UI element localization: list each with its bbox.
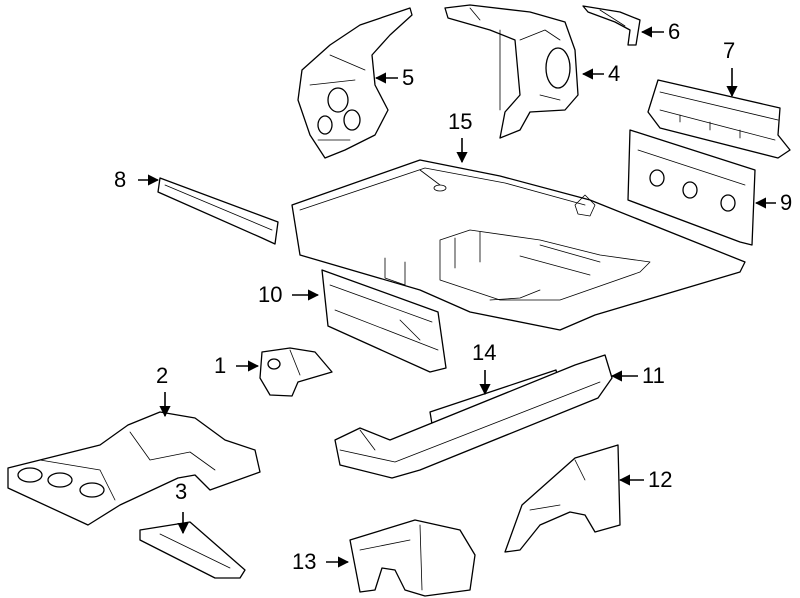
- part-11-rocker-panel[interactable]: [334, 354, 613, 479]
- callout-number: 13: [292, 549, 316, 574]
- callout-number: 7: [723, 38, 735, 63]
- callout-4: 4: [581, 61, 620, 86]
- callout-number: 4: [608, 61, 620, 86]
- part-15-floor-pan[interactable]: [291, 159, 746, 331]
- callout-number: 1: [214, 353, 226, 378]
- callout-15: 15: [448, 109, 472, 164]
- callout-2: 2: [156, 363, 171, 418]
- callout-number: 14: [472, 340, 496, 365]
- part-2-floor-section[interactable]: [7, 411, 261, 526]
- callout-number: 3: [175, 479, 187, 504]
- callout-number: 15: [448, 109, 472, 134]
- callout-number: 8: [114, 167, 126, 192]
- callout-12: 12: [618, 467, 672, 492]
- part-8-crossmember[interactable]: [157, 177, 279, 245]
- callout-10: 10: [258, 282, 320, 307]
- callout-number: 6: [668, 19, 680, 44]
- callout-8: 8: [114, 167, 160, 192]
- part-13-wheelhouse-lower[interactable]: [349, 519, 476, 597]
- part-3-bracket[interactable]: [139, 521, 246, 579]
- callout-number: 9: [780, 190, 792, 215]
- part-6-bracket[interactable]: [582, 5, 641, 46]
- callout-13: 13: [292, 549, 350, 574]
- part-9-rear-panel[interactable]: [627, 129, 756, 246]
- callout-number: 2: [156, 363, 168, 388]
- part-12-quarter-inner[interactable]: [504, 444, 621, 553]
- part-10-seat-riser[interactable]: [321, 269, 447, 373]
- callout-7: 7: [723, 38, 738, 98]
- callout-1: 1: [214, 353, 260, 378]
- callout-3: 3: [175, 479, 189, 535]
- part-4-wheelhouse[interactable]: [444, 4, 579, 139]
- part-5-wheelhouse[interactable]: [297, 7, 413, 159]
- callout-14: 14: [472, 340, 496, 396]
- callout-number: 10: [258, 282, 282, 307]
- part-1-bracket[interactable]: [259, 347, 333, 397]
- callout-number: 11: [642, 363, 665, 388]
- callout-9: 9: [754, 190, 792, 215]
- callout-5: 5: [374, 65, 414, 90]
- callout-6: 6: [640, 19, 680, 44]
- callout-number: 5: [402, 65, 414, 90]
- part-7-crossmember[interactable]: [647, 79, 791, 159]
- callout-number: 12: [648, 467, 672, 492]
- callout-11: 11: [610, 363, 665, 388]
